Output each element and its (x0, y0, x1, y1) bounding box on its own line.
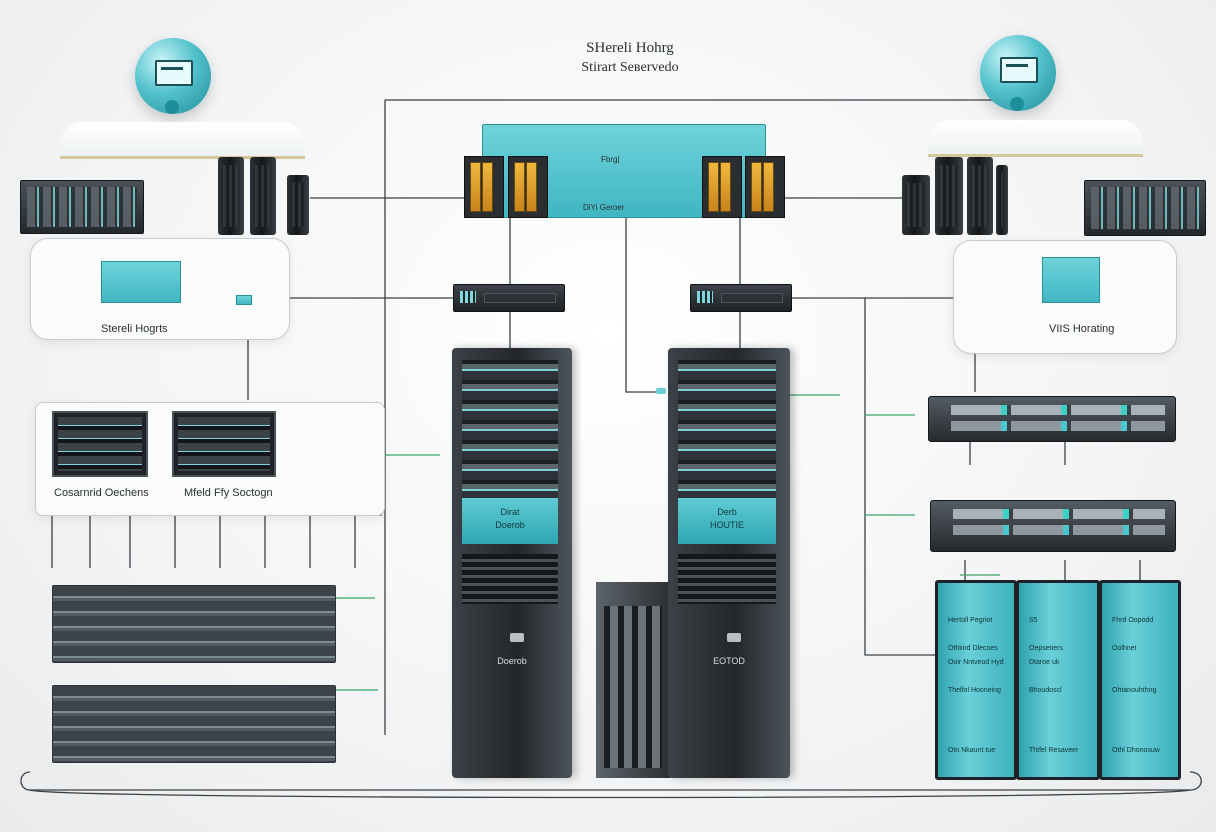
network-switch-icon (453, 284, 565, 312)
dedicated-server-tower: Dirat Doerob Doerob (452, 348, 572, 778)
server-stack-icon (52, 411, 148, 477)
globe-monitor-icon (135, 38, 211, 114)
pedestal-server-icon (596, 582, 670, 778)
drive-enclosure-icon (508, 156, 548, 218)
server-group-box: Cosarnrid Oechens Mfeld Ffy Soctogn (35, 402, 385, 516)
globe-monitor-icon (980, 35, 1056, 111)
drive-enclosure-icon (702, 156, 742, 218)
diagram-title: SΗereli Hohrg Stirart Sевervedo (470, 38, 790, 78)
server-tower-icon (287, 175, 309, 235)
left-panel-caption: Stereli Hogrts (101, 323, 168, 335)
tower-badge-icon (726, 633, 741, 642)
storage-array-icon (52, 685, 336, 763)
server-tower-icon (996, 165, 1008, 235)
left-box-caption-2: Mfeld Ffy Soctogn (184, 487, 273, 499)
rack-server-icon (1084, 180, 1206, 236)
storage-array-icon (52, 585, 336, 663)
server-tower-icon (902, 175, 930, 235)
left-box-caption-1: Cosarnrid Oechens (54, 487, 149, 499)
title-line-1: SΗereli Hohrg (586, 40, 674, 56)
server-tower-icon (967, 157, 993, 235)
title-line-2: Stirart Sевervedo (581, 60, 679, 75)
storage-unit-3: Fhrd Oopodd Oolhnet Ohtanouhthng Othl Dh… (1099, 580, 1181, 780)
tower-left-label: Dirat Doerob (462, 498, 558, 544)
rack-server-icon (20, 180, 144, 234)
dedicated-server-tower: Derb HOUTIE EOTOD (668, 348, 790, 778)
drive-enclosure-icon (745, 156, 785, 218)
hosting-screen-icon (101, 261, 181, 303)
rack-unit-icon (930, 500, 1176, 552)
network-switch-icon (690, 284, 792, 312)
hosting-screen-icon (1042, 257, 1100, 303)
storage-unit-2: S5 Oepsetiers Dtaroe uk Bhoudoscl Thtfel… (1016, 580, 1100, 780)
server-tower-icon (250, 157, 276, 235)
cloud-band-right (928, 120, 1143, 157)
connector-icon (236, 295, 252, 305)
connector-icon (656, 388, 666, 394)
server-tower-icon (218, 157, 244, 235)
tower-right-label: Derb HOUTIE (678, 498, 776, 544)
right-panel-caption: VIΙS Horating (1049, 323, 1115, 335)
tower-right-name: EOTOD (713, 656, 745, 666)
tower-left-name: Doerob (497, 656, 527, 666)
vps-hosting-panel: VIΙS Horating (953, 240, 1177, 354)
rack-unit-icon (928, 396, 1176, 442)
server-stack-icon (172, 411, 276, 477)
tower-badge-icon (509, 633, 524, 642)
drive-enclosure-icon (464, 156, 504, 218)
center-banner-bottom: DiYi Geroer (583, 203, 625, 212)
server-tower-icon (935, 157, 963, 235)
center-banner-top: Fbrg| (601, 155, 620, 164)
cloud-band-left (60, 122, 305, 159)
shared-hosting-panel: Stereli Hogrts (30, 238, 290, 340)
storage-unit-1: Hertoll Pegriot Othkird Dlecoes Ooir Nnt… (935, 580, 1017, 780)
